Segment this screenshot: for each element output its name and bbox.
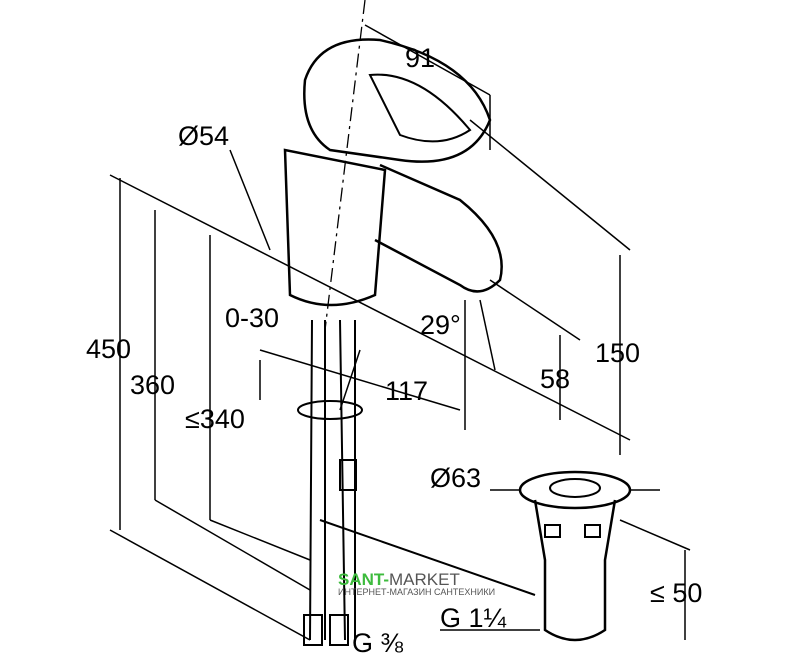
- dim-max-deck: ≤340: [185, 404, 245, 434]
- dim-deck-range: 0-30: [225, 303, 280, 333]
- watermark: SANT-MARKET ИНТЕРНЕТ-МАГАЗИН САНТЕХНИКИ: [338, 571, 495, 597]
- faucet-body: [283, 148, 387, 307]
- dim-handle-angle: 29°: [420, 310, 461, 340]
- lever-slot: [368, 73, 472, 143]
- dim-rod-length: 117: [385, 376, 429, 406]
- dimension-lines: [109, 24, 691, 641]
- dim-spout-reach: 91: [405, 43, 436, 73]
- dim-tap-height: 150: [595, 338, 641, 368]
- dim-waste-diameter: Ø63: [430, 463, 482, 493]
- dim-body-diameter: Ø54: [178, 121, 230, 151]
- faucet-spout: [374, 163, 503, 293]
- watermark-brand-b: MARKET: [389, 570, 460, 589]
- dim-hose-length: 360: [130, 370, 176, 400]
- supply-hoses: [309, 319, 356, 641]
- dim-total-height: 450: [86, 334, 132, 364]
- dim-supply-thread: G ⅜: [352, 628, 404, 658]
- watermark-brand-a: SANT-: [338, 570, 389, 589]
- waste-body: [533, 499, 617, 642]
- watermark-tagline: ИНТЕРНЕТ-МАГАЗИН САНТЕХНИКИ: [338, 587, 496, 597]
- dim-waste-depth: ≤ 50: [650, 578, 703, 608]
- dim-spout-height: 58: [540, 364, 571, 394]
- dim-waste-thread: G 1¼: [440, 603, 507, 633]
- faucet-lever: [303, 38, 492, 163]
